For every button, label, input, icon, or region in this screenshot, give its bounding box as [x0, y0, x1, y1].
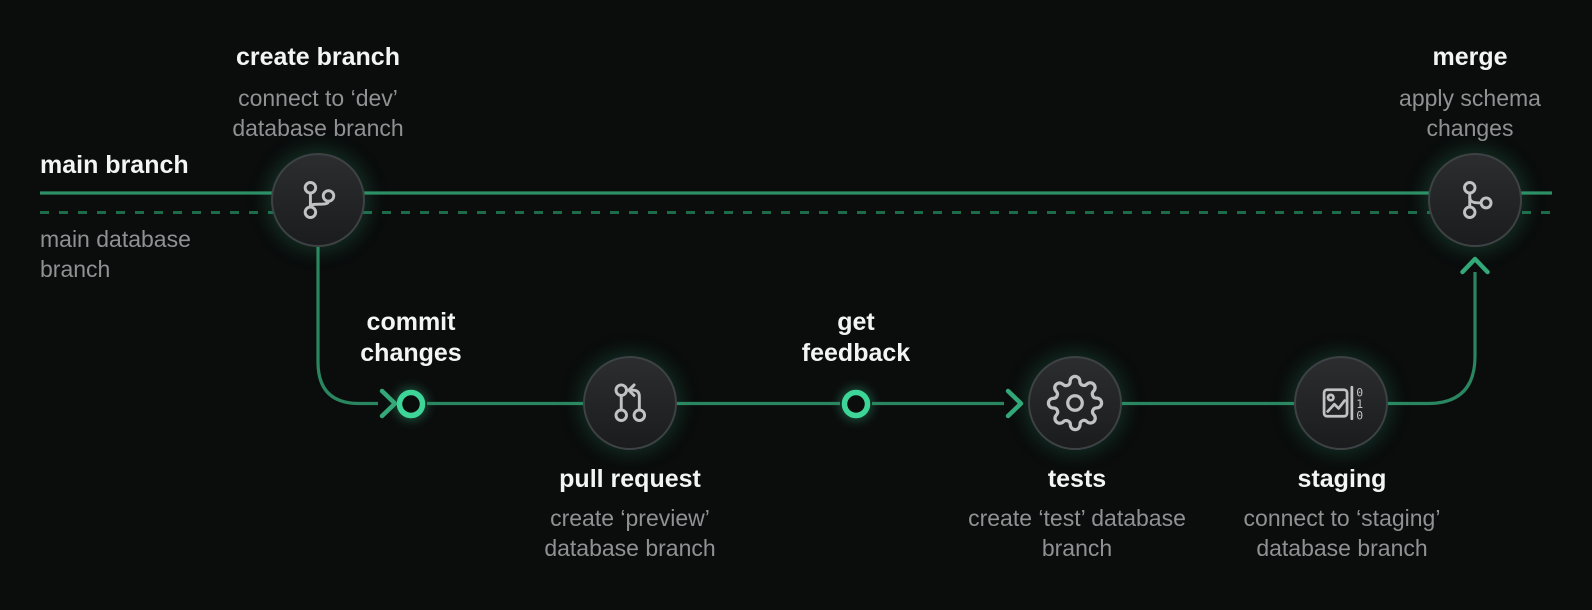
main-database-branch-label: main database branch	[40, 226, 191, 282]
get-feedback-title: get feedback	[801, 308, 911, 367]
arrow-up-icon	[1460, 256, 1490, 275]
image-binary-icon: 0 1 0	[1322, 385, 1363, 422]
arrow-right-icon	[1005, 388, 1024, 419]
binary-digit: 0	[1356, 385, 1363, 399]
tests-node	[1028, 356, 1122, 450]
staging-subtitle: connect to ‘staging’ database branch	[1243, 505, 1441, 561]
branch-drop-path	[316, 246, 378, 406]
git-pull-request-icon	[614, 383, 647, 422]
feedback-ring-node	[841, 389, 871, 419]
merge-node	[1428, 153, 1522, 247]
arrow-right-icon	[379, 388, 398, 419]
main-branch-label: main branch	[40, 151, 189, 179]
tests-title: tests	[1047, 465, 1107, 493]
pull-request-node	[583, 356, 677, 450]
commit-ring-node	[396, 389, 426, 419]
binary-digit: 1	[1356, 397, 1363, 411]
staging-title: staging	[1297, 465, 1387, 493]
pull-request-subtitle: create ‘preview’ database branch	[544, 505, 716, 561]
binary-digit: 0	[1356, 408, 1363, 422]
merge-title: merge	[1432, 43, 1508, 71]
tests-subtitle: create ‘test’ database branch	[968, 505, 1186, 561]
staging-to-merge-path	[1388, 272, 1477, 406]
create-branch-title: create branch	[236, 43, 400, 71]
pull-request-title: pull request	[559, 465, 701, 493]
git-merge-icon	[1463, 181, 1493, 219]
commit-changes-title: commit changes	[360, 308, 462, 367]
gear-icon	[1046, 374, 1104, 432]
merge-subtitle: apply schema changes	[1399, 85, 1541, 141]
create-branch-subtitle: connect to ‘dev’ database branch	[232, 85, 404, 141]
git-branch-icon	[303, 181, 336, 219]
staging-node: 0 1 0	[1294, 356, 1388, 450]
create-branch-node	[271, 153, 365, 247]
